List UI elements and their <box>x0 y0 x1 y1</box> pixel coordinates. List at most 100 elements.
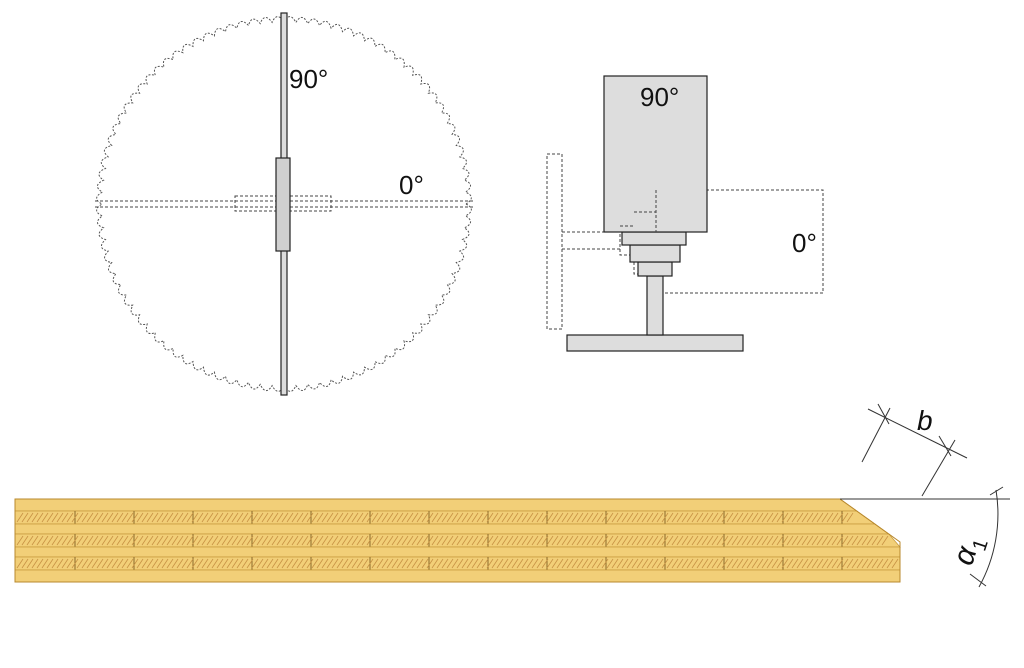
grain-hatch <box>666 512 674 523</box>
grain-hatch <box>581 558 589 569</box>
arbor-collar-2 <box>629 244 681 263</box>
grain-hatch <box>761 535 769 546</box>
grain-hatch <box>31 535 39 546</box>
grain-hatch <box>186 512 194 523</box>
grain-hatch <box>16 535 24 546</box>
grain-hatch <box>121 558 129 569</box>
grain-hatch <box>591 535 599 546</box>
grain-hatch <box>196 558 204 569</box>
grain-hatch <box>571 512 579 523</box>
grain-hatch <box>366 512 374 523</box>
grain-hatch <box>306 512 314 523</box>
grain-hatch <box>541 558 549 569</box>
grain-hatch <box>491 512 499 523</box>
grain-hatch <box>596 558 604 569</box>
grain-hatch <box>821 558 829 569</box>
grain-hatch <box>806 512 814 523</box>
grain-hatch <box>266 512 274 523</box>
grain-hatch <box>796 512 804 523</box>
grain-hatch <box>401 535 409 546</box>
grain-hatch <box>76 535 84 546</box>
grain-hatch <box>661 535 669 546</box>
grain-hatch <box>731 535 739 546</box>
grain-hatch <box>136 535 144 546</box>
grain-hatch <box>431 535 439 546</box>
grain-hatch <box>696 535 704 546</box>
grain-hatch <box>356 558 364 569</box>
grain-hatch <box>441 535 449 546</box>
grain-hatch <box>186 558 194 569</box>
grain-hatch <box>266 535 274 546</box>
grain-hatch <box>756 558 764 569</box>
grain-hatch <box>376 535 384 546</box>
grain-hatch <box>586 512 594 523</box>
grain-hatch <box>576 558 584 569</box>
grain-hatch <box>301 535 309 546</box>
grain-hatch <box>361 558 369 569</box>
bevel-width-label: b <box>917 405 933 436</box>
grain-hatch <box>26 535 34 546</box>
grain-hatch <box>341 558 349 569</box>
grain-hatch <box>636 512 644 523</box>
grain-hatch <box>101 558 109 569</box>
grain-hatch <box>786 535 794 546</box>
grain-hatch <box>116 558 124 569</box>
grain-hatch <box>706 558 714 569</box>
grain-hatch <box>251 558 259 569</box>
grain-hatch <box>16 558 24 569</box>
grain-hatch <box>241 558 249 569</box>
grain-hatch <box>201 558 209 569</box>
grain-hatch <box>736 558 744 569</box>
grain-hatch <box>616 512 624 523</box>
grain-hatch <box>666 535 674 546</box>
grain-hatch <box>311 558 319 569</box>
grain-hatch <box>566 558 574 569</box>
grain-hatch <box>481 512 489 523</box>
grain-hatch <box>471 512 479 523</box>
grain-hatch <box>81 512 89 523</box>
grain-hatch <box>456 512 464 523</box>
grain-hatch <box>181 558 189 569</box>
grain-hatch <box>216 535 224 546</box>
grain-hatch <box>721 535 729 546</box>
grain-hatch <box>121 535 129 546</box>
grain-hatch <box>156 535 164 546</box>
grain-hatch <box>236 535 244 546</box>
grain-hatch <box>151 512 159 523</box>
grain-hatch <box>31 558 39 569</box>
grain-hatch <box>296 535 304 546</box>
grain-hatch <box>486 535 494 546</box>
grain-hatch <box>131 535 139 546</box>
grain-hatch <box>366 535 374 546</box>
grain-hatch <box>841 535 849 546</box>
grain-hatch <box>836 558 844 569</box>
grain-hatch <box>56 558 64 569</box>
grain-hatch <box>171 535 179 546</box>
blade-teeth-ring <box>96 16 472 392</box>
grain-hatch <box>841 512 849 523</box>
grain-hatch <box>621 558 629 569</box>
grain-hatch <box>846 558 854 569</box>
grain-hatch <box>306 558 314 569</box>
grain-hatch <box>71 512 79 523</box>
grain-hatch <box>461 558 469 569</box>
grain-hatch <box>251 535 259 546</box>
grain-hatch <box>701 512 709 523</box>
grain-hatch <box>731 558 739 569</box>
arbor-collar-1 <box>621 231 687 246</box>
grain-hatch <box>361 535 369 546</box>
grain-hatch <box>56 512 64 523</box>
grain-hatch <box>496 558 504 569</box>
grain-hatch <box>96 512 104 523</box>
grain-hatch <box>261 535 269 546</box>
grain-hatch <box>516 512 524 523</box>
grain-hatch <box>491 535 499 546</box>
grain-hatch <box>471 535 479 546</box>
grain-hatch <box>826 512 834 523</box>
long-layer <box>14 546 901 558</box>
grain-hatch <box>16 512 24 523</box>
grain-hatch <box>876 535 884 546</box>
grain-hatch <box>341 535 349 546</box>
grain-hatch <box>561 535 569 546</box>
grain-hatch <box>836 512 844 523</box>
